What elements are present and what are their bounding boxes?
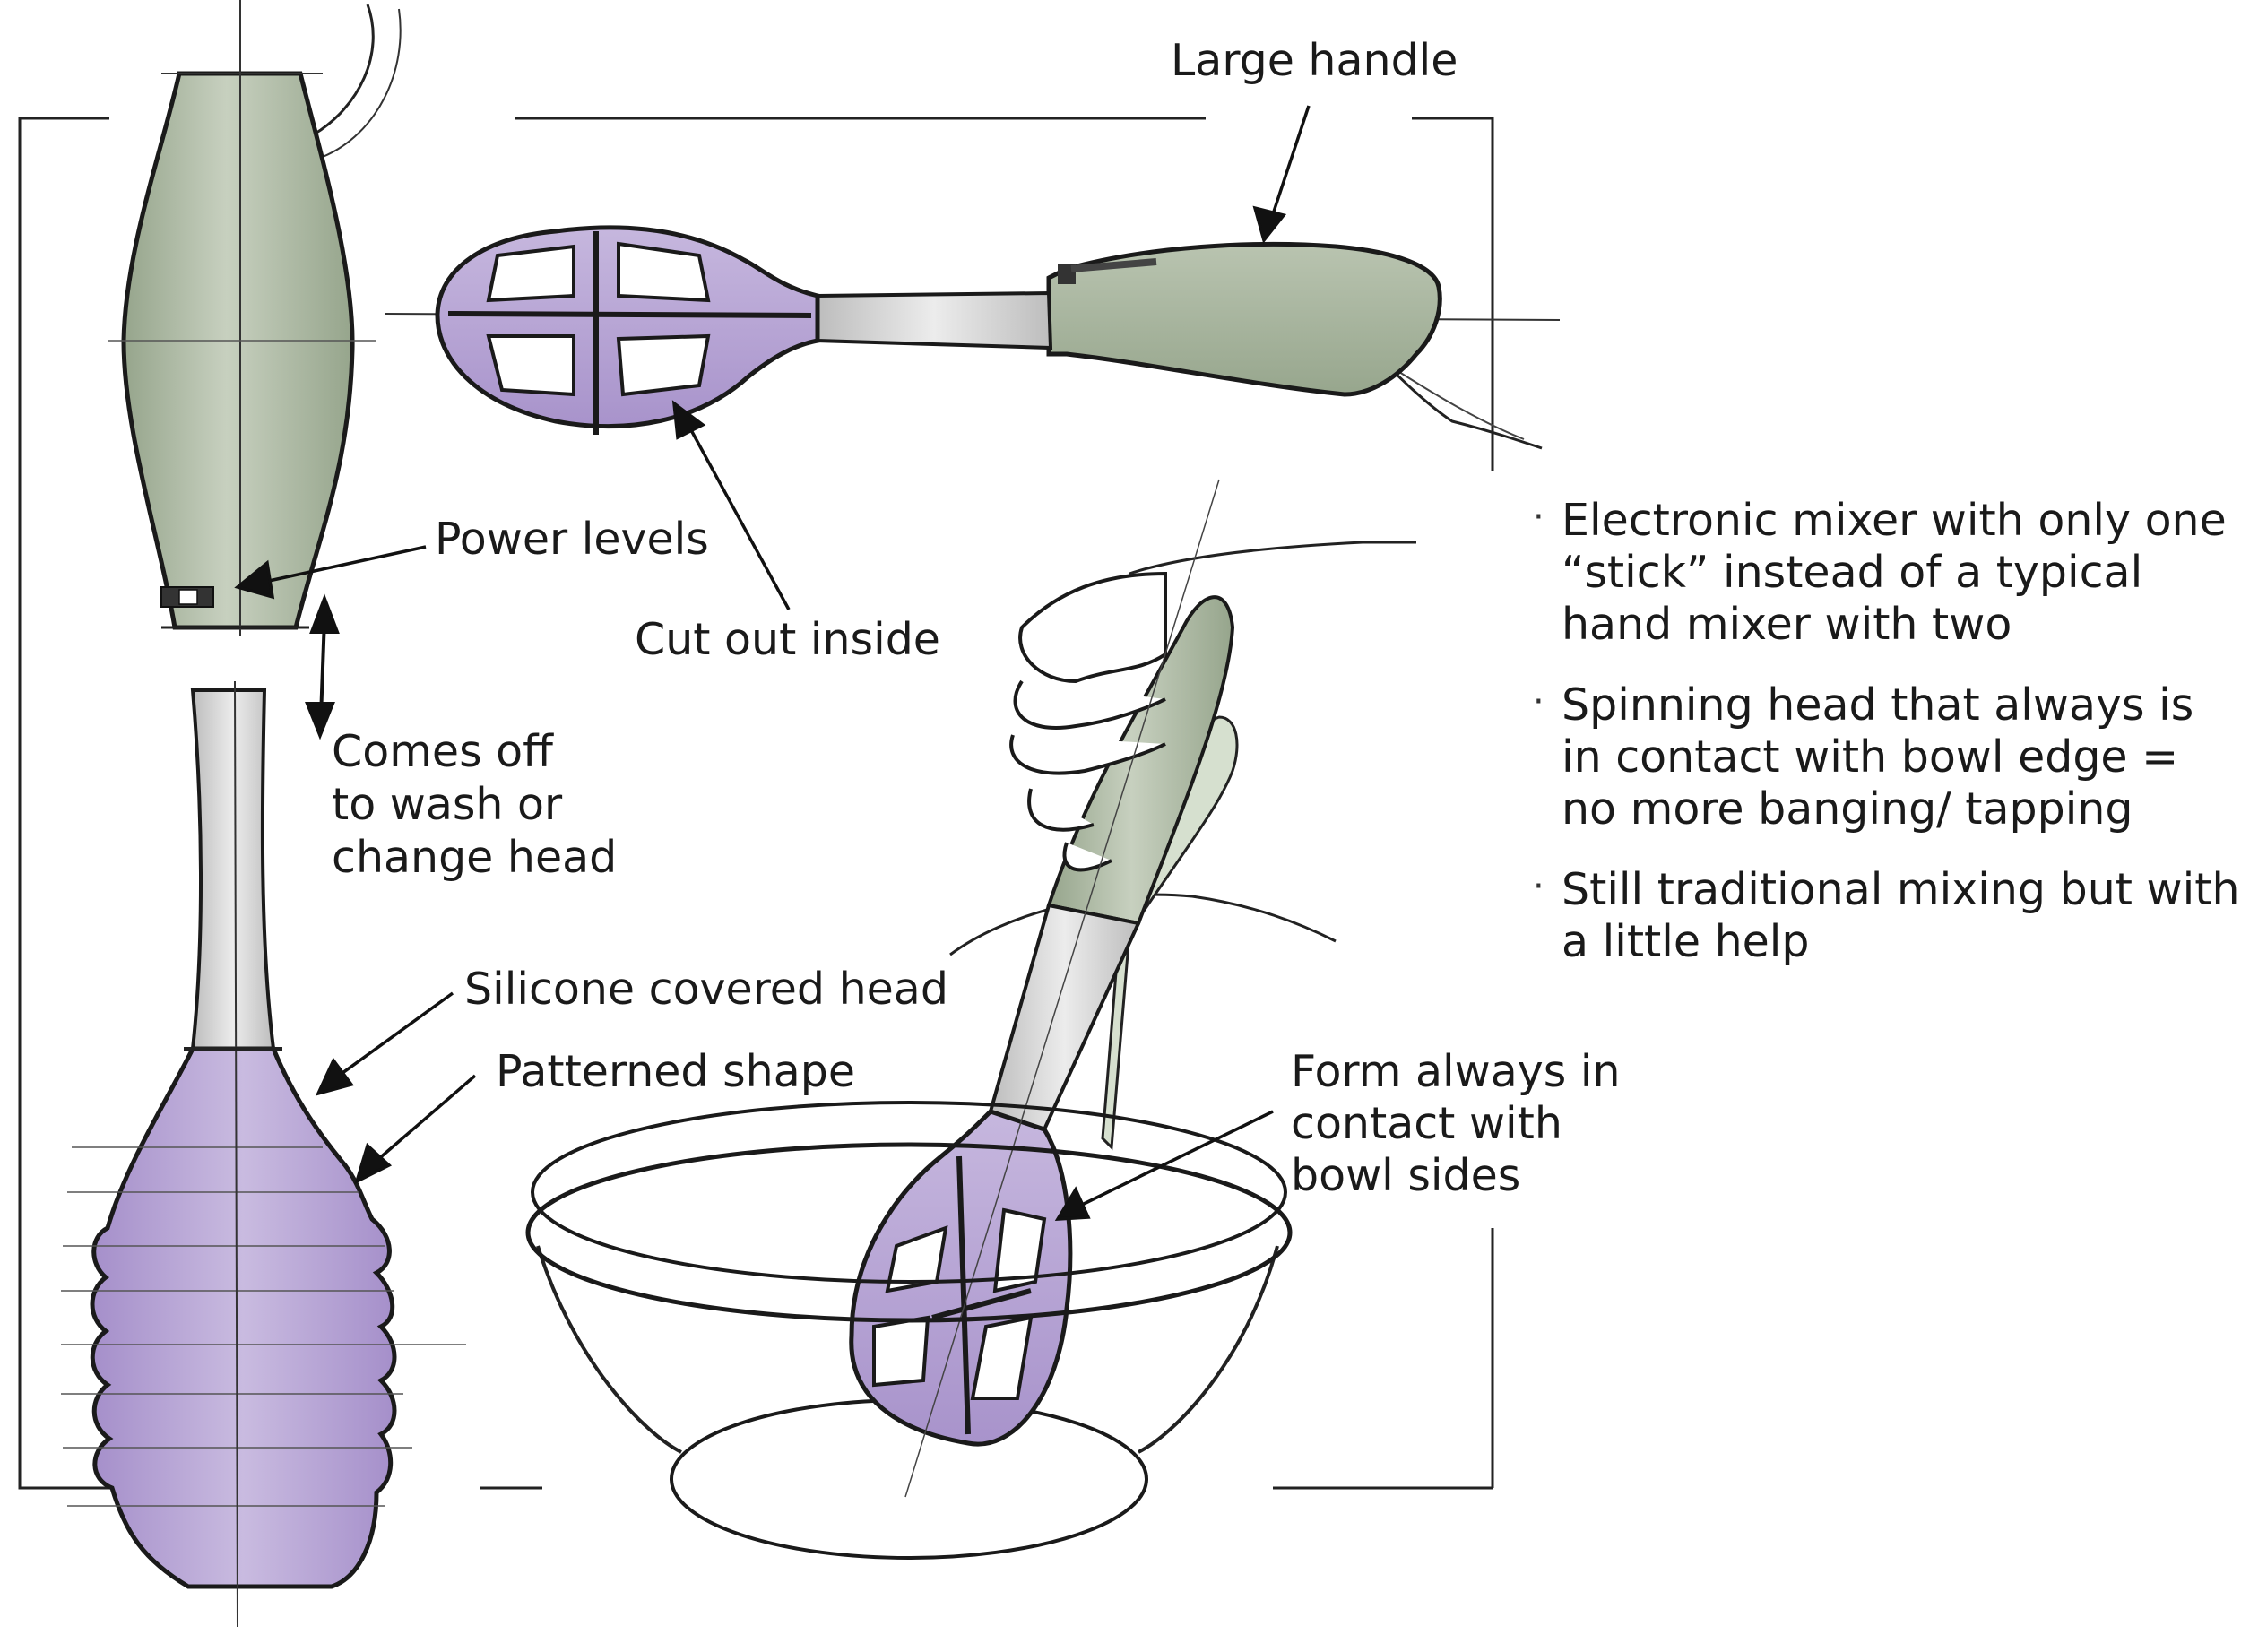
- vertical-handle-sketch: [108, 0, 402, 636]
- label-power-levels: Power levels: [435, 514, 709, 565]
- feature-bullet: Electronic mixer with only one “stick” i…: [1533, 491, 2241, 651]
- label-silicone-head: Silicone covered head: [464, 964, 948, 1015]
- mixer-in-bowl-sketch: [525, 479, 1417, 1560]
- callout-arrows: [234, 105, 1311, 1221]
- detach-arrow: [305, 593, 340, 740]
- label-large-handle: Large handle: [1171, 35, 1458, 86]
- feature-bullet-list: Electronic mixer with only one “stick” i…: [1533, 491, 2241, 997]
- feature-bullet: Still traditional mixing but with a litt…: [1533, 861, 2241, 968]
- horizontal-mixer-sketch: [385, 225, 1561, 450]
- feature-bullet: Spinning head that always is in contact …: [1533, 676, 2241, 835]
- label-comes-off: Comes off to wash or change head: [332, 726, 617, 883]
- label-cut-out-inside: Cut out inside: [635, 614, 940, 665]
- label-form-contact: Form always in contact with bowl sides: [1291, 1046, 1634, 1201]
- vertical-head-sketch: [61, 680, 466, 1628]
- frame-lines: [18, 117, 1494, 1490]
- label-patterned-shape: Patterned shape: [496, 1046, 855, 1097]
- callout-labels: Large handle Power levels Cut out inside…: [332, 35, 1634, 1201]
